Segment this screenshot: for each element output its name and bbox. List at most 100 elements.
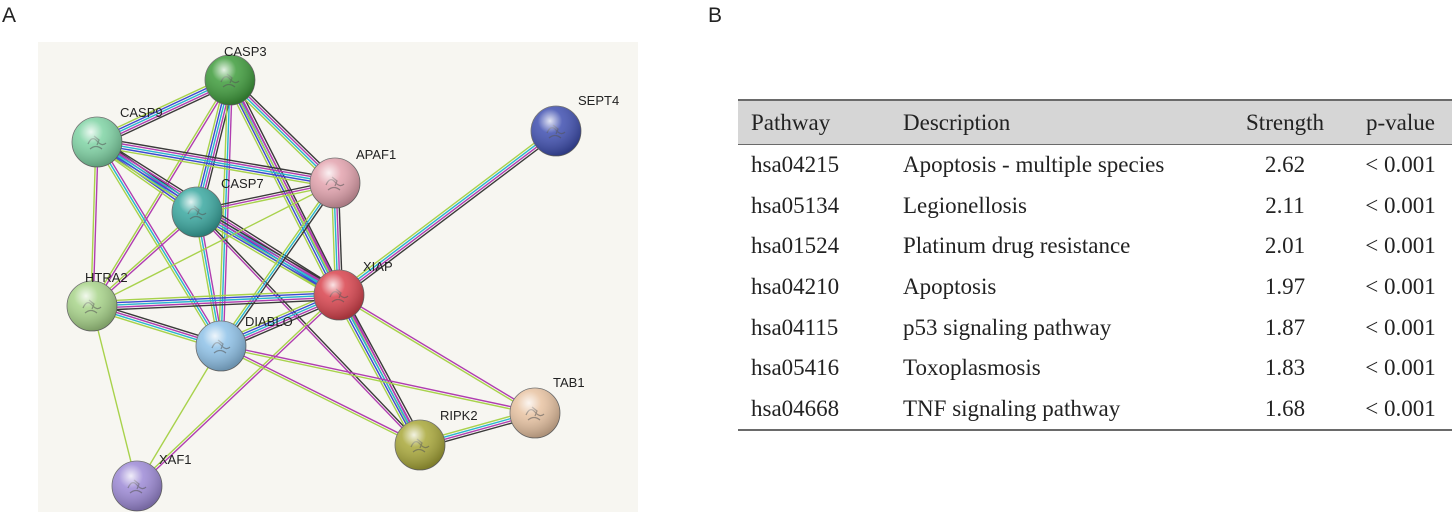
edge-line-magenta <box>137 295 341 488</box>
node-label: CASP3 <box>224 44 267 59</box>
node-ripk2: RIPK2 <box>394 408 478 471</box>
edge-apaf1-htra2 <box>91 182 336 307</box>
node-highlight <box>172 187 222 237</box>
edge-casp9-apaf1 <box>96 136 336 189</box>
node-diablo: DIABLO <box>195 314 293 372</box>
cell-description: Toxoplasmosis <box>903 355 1041 381</box>
header-strength: Strength <box>1221 99 1349 145</box>
edge-line-cyan <box>220 79 231 347</box>
edge-apaf1-diablo <box>218 181 338 348</box>
edge-line-magenta <box>97 139 336 182</box>
edge-line-dark <box>198 207 342 292</box>
cell-description: Platinum drug resistance <box>903 233 1131 259</box>
edge-line-lime <box>94 142 220 348</box>
node-highlight <box>205 55 255 105</box>
node-apaf1: APAF1 <box>309 147 396 209</box>
edge-line-dark <box>92 298 340 312</box>
cell-description: Apoptosis <box>903 274 997 300</box>
edge-line-cyan <box>338 294 421 446</box>
edge-line-cyan <box>96 141 336 184</box>
node-xiap: XIAP <box>313 259 393 321</box>
edge-sept4-xiap <box>336 127 559 299</box>
edge-casp7-xiap <box>194 207 342 300</box>
node-highlight <box>72 117 122 167</box>
edge-line-lime <box>91 182 336 307</box>
table-row: hsa05416 Toxoplasmosis 1.83 < 0.001 <box>738 348 1452 389</box>
cell-strength: 1.87 <box>1264 314 1306 340</box>
panel-label-b: B <box>708 4 723 27</box>
cell-p-value: < 0.001 <box>1365 314 1436 340</box>
edge-casp9-htra2 <box>90 141 99 307</box>
node-htra2: HTRA2 <box>66 270 128 332</box>
edge-line-blue <box>96 143 335 186</box>
node-label: DIABLO <box>245 314 293 329</box>
node-label: RIPK2 <box>440 408 478 423</box>
edge-line-lime <box>334 296 417 448</box>
node-xaf1: XAF1 <box>111 452 192 512</box>
edge-line-magenta <box>197 209 341 294</box>
edge-xiap-xaf1 <box>135 293 341 488</box>
edge-line-cyan <box>337 129 556 295</box>
cell-pathway: hsa01524 <box>751 233 840 259</box>
edge-xiap-htra2 <box>91 289 340 312</box>
edge-line-dark <box>340 133 559 299</box>
edge-line-lime <box>225 81 336 298</box>
cell-strength: 2.01 <box>1264 233 1306 259</box>
table-row: hsa05134 Legionellosis 2.11 < 0.001 <box>738 186 1452 227</box>
edge-line-cyan <box>196 211 340 296</box>
cell-p-value: < 0.001 <box>1365 192 1436 218</box>
node-highlight <box>310 158 360 208</box>
edge-htra2-xaf1 <box>91 305 138 487</box>
node-label: CASP9 <box>120 105 163 120</box>
edge-line-lime <box>336 127 555 293</box>
edge-line-lime <box>218 181 334 346</box>
header-p-value: p-value <box>1349 99 1452 145</box>
table-row: hsa01524 Platinum drug resistance 2.01 <… <box>738 226 1452 267</box>
edge-line-dark <box>197 210 422 445</box>
edge-line-magenta <box>339 131 558 297</box>
cell-p-value: < 0.001 <box>1365 355 1436 381</box>
edge-line-lime <box>96 145 335 189</box>
cell-strength: 1.83 <box>1264 355 1306 381</box>
node-label: CASP7 <box>221 176 264 191</box>
table-row: hsa04668 TNF signaling pathway 1.68 < 0.… <box>738 388 1452 432</box>
panel-label-a: A <box>2 4 17 27</box>
edge-line-blue <box>227 80 338 297</box>
node-highlight <box>531 106 581 156</box>
cell-pathway: hsa04215 <box>751 152 840 178</box>
cell-pathway: hsa04668 <box>738 388 903 432</box>
edge-line-blue <box>336 295 419 447</box>
node-sept4: SEPT4 <box>530 93 619 157</box>
node-highlight <box>395 420 445 470</box>
cell-strength: 2.11 <box>1265 192 1305 218</box>
edge-diablo-xaf1 <box>136 345 222 487</box>
edge-line-lime <box>220 346 535 415</box>
edge-line-lime <box>194 215 338 300</box>
cell-pathway: hsa05134 <box>751 192 840 218</box>
edge-line-blue <box>195 213 339 298</box>
edges-layer <box>90 75 559 488</box>
edge-line-magenta <box>221 344 421 445</box>
cell-p-value: < 0.001 <box>1349 388 1452 432</box>
node-casp9: CASP9 <box>71 105 163 168</box>
node-label: APAF1 <box>356 147 396 162</box>
cell-description: Apoptosis - multiple species <box>903 152 1165 178</box>
table-row: hsa04215 Apoptosis - multiple species 2.… <box>738 145 1452 186</box>
edge-casp7-ripk2 <box>195 210 422 447</box>
edge-line-lime <box>220 346 420 447</box>
edge-line-lime <box>91 305 138 487</box>
edge-line-magenta <box>340 293 423 445</box>
edge-xiap-tab1 <box>338 293 536 415</box>
edge-line-magenta <box>92 142 99 307</box>
edge-line-blue <box>91 292 339 305</box>
edge-line-lime <box>90 141 97 306</box>
node-highlight <box>196 321 246 371</box>
edge-line-lime <box>91 289 339 303</box>
cell-pathway: hsa04210 <box>751 274 840 300</box>
table-row: hsa04115 p53 signaling pathway 1.87 < 0.… <box>738 307 1452 348</box>
cell-strength: 2.62 <box>1264 152 1306 178</box>
header-description: Description <box>903 99 1221 145</box>
node-highlight <box>510 388 560 438</box>
